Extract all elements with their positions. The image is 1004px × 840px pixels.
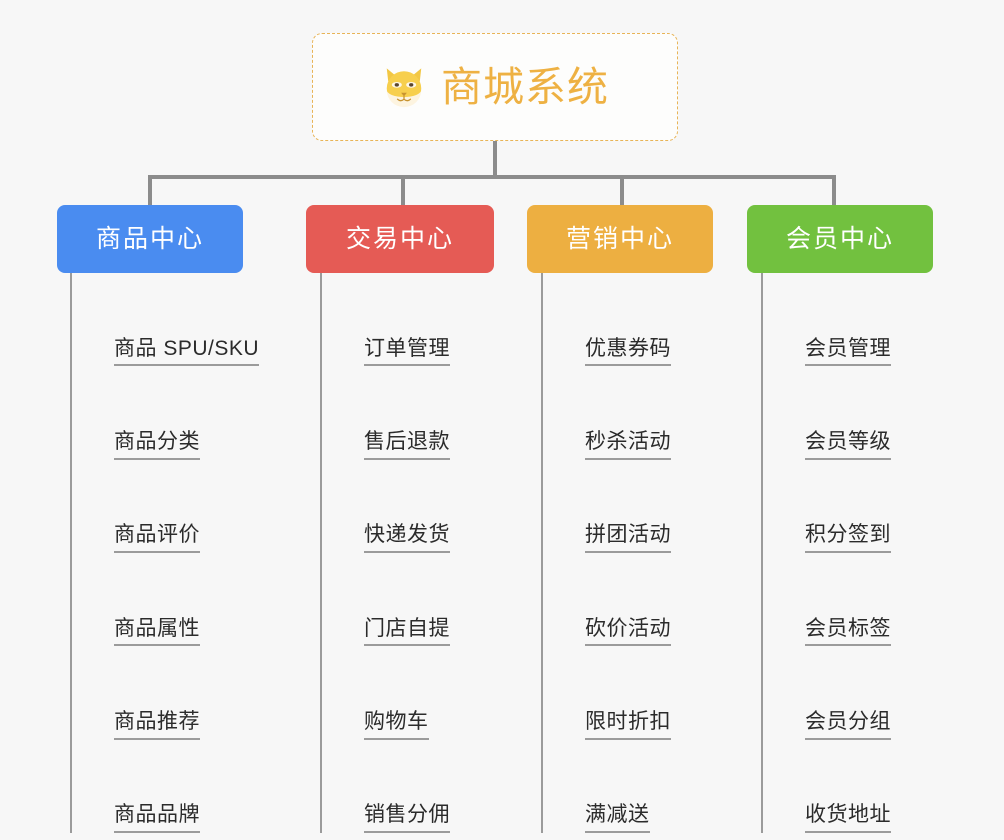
list-item[interactable]: 商品 SPU/SKU <box>72 273 260 367</box>
category-box-trade-center[interactable]: 交易中心 <box>306 205 494 273</box>
column-spine <box>320 273 322 833</box>
column-spine <box>70 273 72 833</box>
category-label: 营销中心 <box>565 224 674 253</box>
list-item[interactable]: 会员管理 <box>763 273 891 367</box>
leaf-label: 门店自提 <box>364 617 450 647</box>
connector-drop-to-category-0 <box>148 175 152 205</box>
root-node-mall-system[interactable]: 商城系统 <box>312 33 678 141</box>
leaf-label: 购物车 <box>364 710 429 740</box>
list-item[interactable]: 购物车 <box>322 646 450 740</box>
leaf-label: 秒杀活动 <box>585 430 671 460</box>
leaf-item-list: 优惠券码 秒杀活动 拼团活动 砍价活动 限时折扣 满减送 <box>543 273 671 833</box>
leaf-label: 商品属性 <box>114 617 200 647</box>
list-item[interactable]: 商品分类 <box>72 366 259 460</box>
list-item[interactable]: 快递发货 <box>322 460 450 553</box>
list-item[interactable]: 秒杀活动 <box>543 366 671 460</box>
list-item[interactable]: 商品品牌 <box>72 740 259 833</box>
list-item[interactable]: 销售分佣 <box>322 740 450 833</box>
connector-drop-to-category-1 <box>401 175 405 205</box>
shiba-dog-face-icon <box>386 68 422 108</box>
category-box-marketing-center[interactable]: 营销中心 <box>527 205 713 273</box>
list-item[interactable]: 门店自提 <box>322 553 450 647</box>
category-box-member-center[interactable]: 会员中心 <box>747 205 933 273</box>
leaf-label: 收货地址 <box>805 803 891 833</box>
leaf-label: 满减送 <box>585 803 650 833</box>
connector-drop-to-category-2 <box>620 175 624 205</box>
leaf-label: 会员标签 <box>805 617 891 647</box>
leaf-item-list: 会员管理 会员等级 积分签到 会员标签 会员分组 收货地址 <box>763 273 891 833</box>
list-item[interactable]: 限时折扣 <box>543 646 671 740</box>
list-item[interactable]: 收货地址 <box>763 740 891 833</box>
leaf-label: 售后退款 <box>364 430 450 460</box>
column-spine <box>761 273 763 833</box>
list-item[interactable]: 订单管理 <box>322 273 450 367</box>
leaf-label: 商品分类 <box>114 430 200 460</box>
list-item[interactable]: 拼团活动 <box>543 460 671 553</box>
leaf-label: 快递发货 <box>364 523 450 553</box>
leaf-label: 商品评价 <box>114 523 200 553</box>
category-box-product-center[interactable]: 商品中心 <box>57 205 243 273</box>
leaf-label: 订单管理 <box>364 337 450 367</box>
leaf-label: 商品品牌 <box>114 803 200 833</box>
category-label: 会员中心 <box>785 224 894 253</box>
list-item[interactable]: 满减送 <box>543 740 671 833</box>
leaf-item-list: 订单管理 售后退款 快递发货 门店自提 购物车 销售分佣 <box>322 273 450 833</box>
leaf-label: 会员分组 <box>805 710 891 740</box>
leaf-label: 积分签到 <box>805 523 891 553</box>
leaf-label: 优惠券码 <box>585 337 671 367</box>
leaf-item-list: 商品 SPU/SKU 商品分类 商品评价 商品属性 商品推荐 商品品牌 <box>72 273 260 833</box>
category-label: 商品中心 <box>95 224 204 253</box>
leaf-label: 砍价活动 <box>585 617 671 647</box>
connector-horizontal-bus <box>148 175 836 179</box>
leaf-label: 会员等级 <box>805 430 891 460</box>
leaf-label: 商品 SPU/SKU <box>114 337 260 367</box>
leaf-label: 限时折扣 <box>585 710 671 740</box>
leaf-label: 销售分佣 <box>364 803 450 833</box>
list-item[interactable]: 会员等级 <box>763 366 891 460</box>
list-item[interactable]: 商品推荐 <box>72 646 259 740</box>
leaf-label: 拼团活动 <box>585 523 671 553</box>
column-spine <box>541 273 543 833</box>
root-node-title: 商城系统 <box>441 63 609 110</box>
leaf-label: 商品推荐 <box>114 710 200 740</box>
list-item[interactable]: 会员标签 <box>763 553 891 647</box>
list-item[interactable]: 会员分组 <box>763 646 891 740</box>
list-item[interactable]: 售后退款 <box>322 366 450 460</box>
leaf-label: 会员管理 <box>805 337 891 367</box>
category-label: 交易中心 <box>345 224 454 253</box>
list-item[interactable]: 商品属性 <box>72 553 259 647</box>
connector-root-stem <box>493 141 497 177</box>
list-item[interactable]: 积分签到 <box>763 460 891 553</box>
list-item[interactable]: 商品评价 <box>72 460 259 553</box>
connector-drop-to-category-3 <box>832 175 836 205</box>
list-item[interactable]: 优惠券码 <box>543 273 671 367</box>
list-item[interactable]: 砍价活动 <box>543 553 671 647</box>
